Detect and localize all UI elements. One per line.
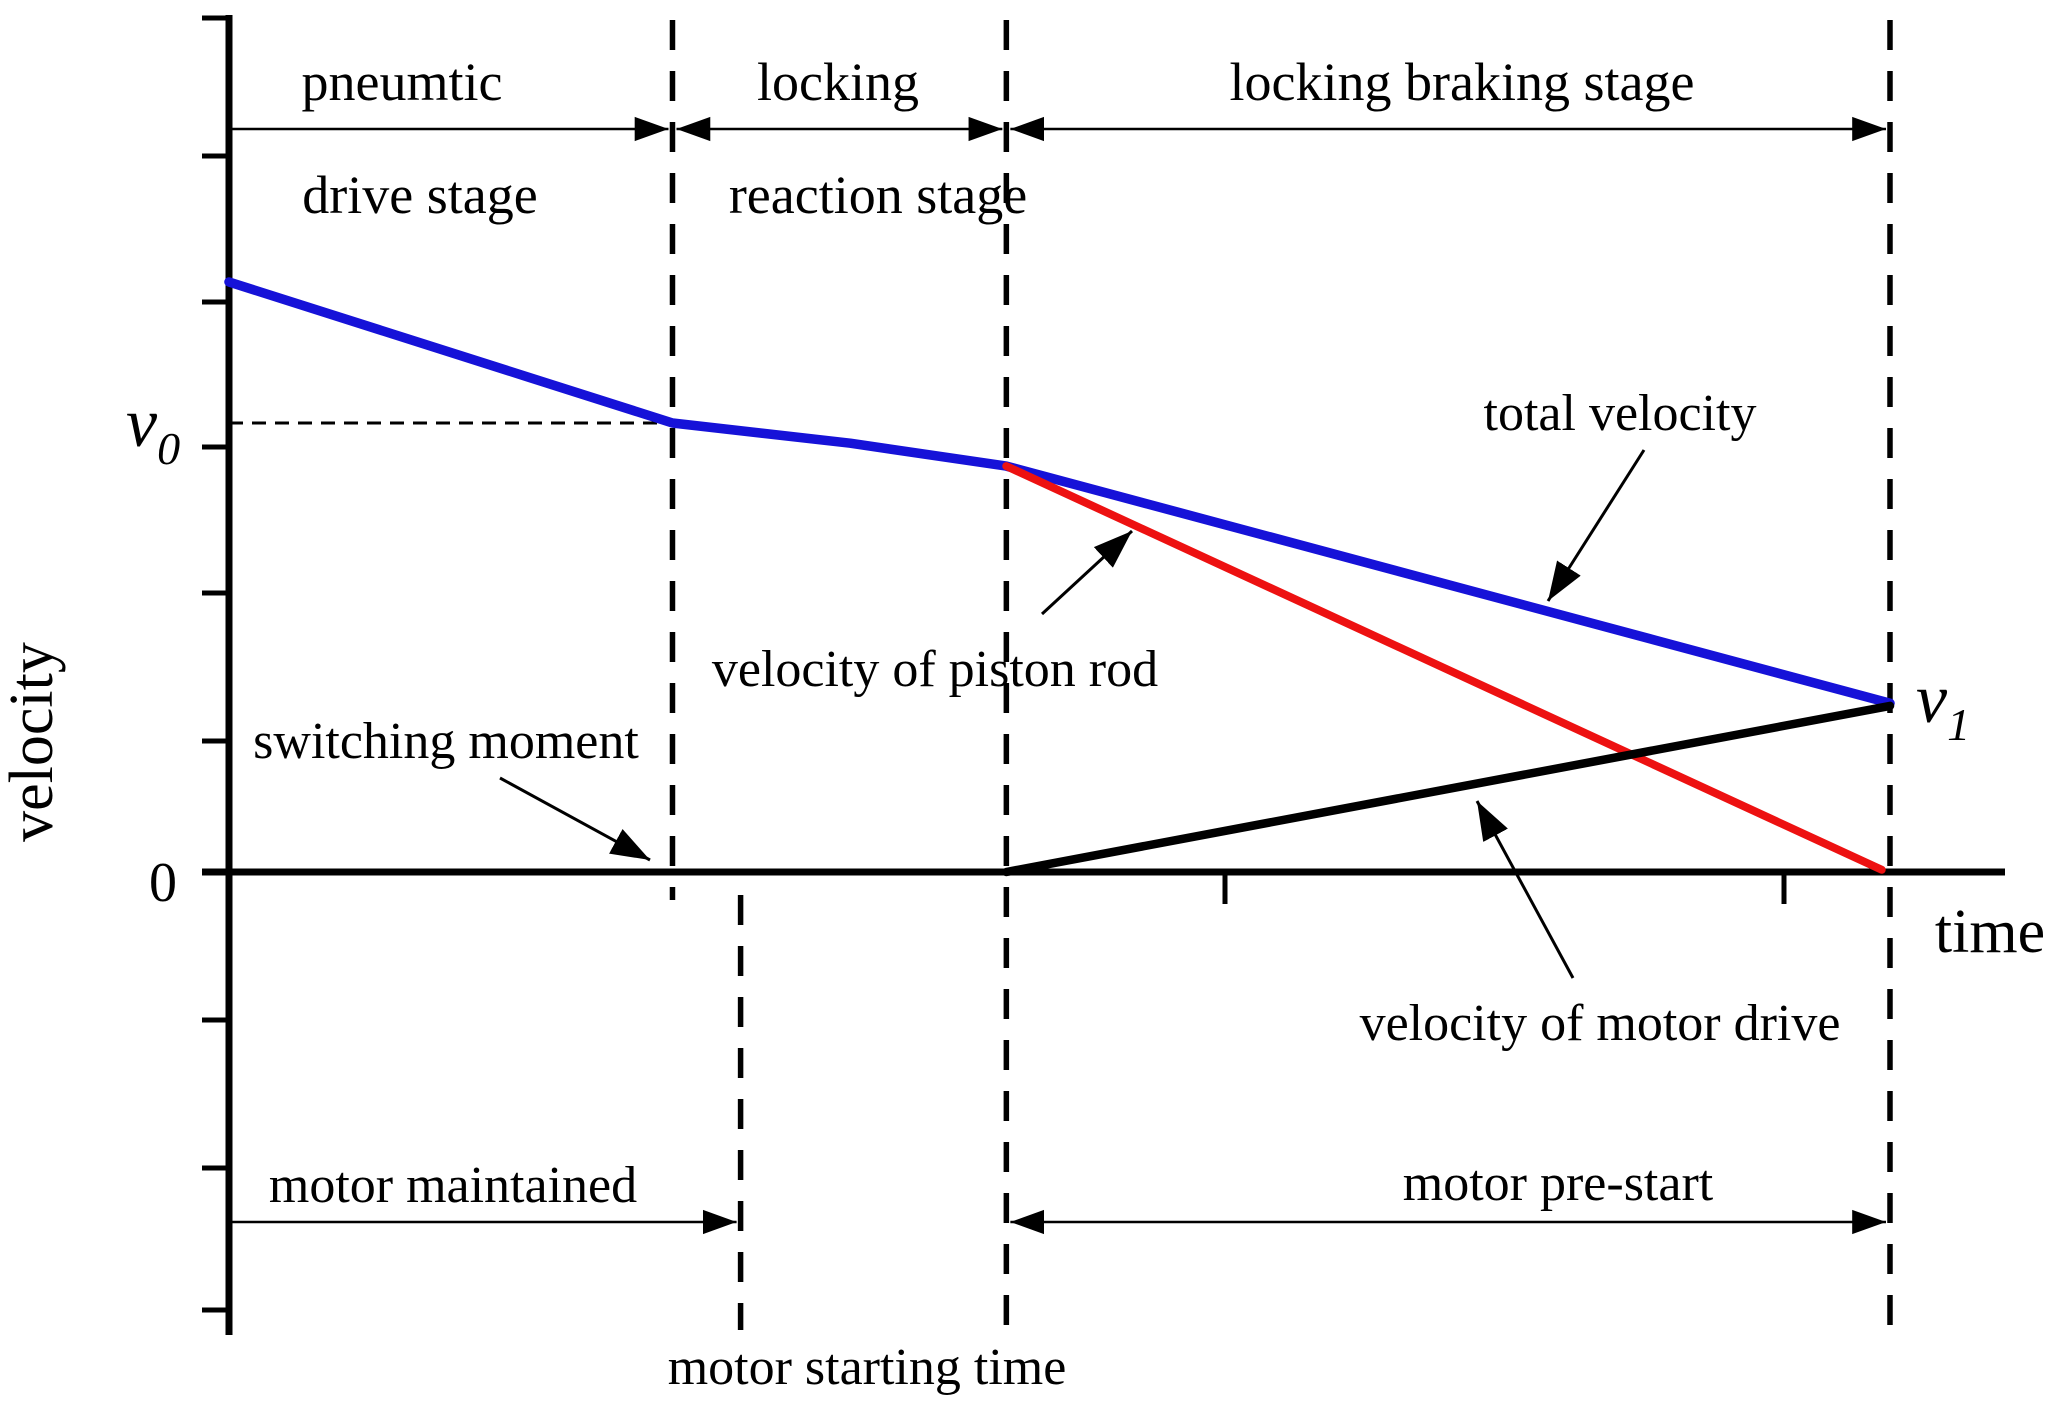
x-axis xyxy=(202,868,2005,904)
motor-drive-label: velocity of motor drive xyxy=(1360,995,1841,1052)
stage2-label-line1: locking xyxy=(757,52,919,112)
y-axis xyxy=(202,15,233,1335)
x-axis-title: time xyxy=(1935,898,2045,966)
origin-label: 0 xyxy=(149,852,177,914)
y-axis-ticks xyxy=(202,15,229,1313)
motor-drive-leader-arrow xyxy=(1475,800,1575,979)
total-velocity-leader-arrow xyxy=(1546,449,1646,602)
switching-moment-label: switching moment xyxy=(253,713,639,770)
motor-maintained-label: motor maintained xyxy=(269,1157,637,1214)
stage1-label-line2: drive stage xyxy=(302,165,537,225)
stage3-label: locking braking stage xyxy=(1230,52,1695,112)
total-velocity-curve xyxy=(224,277,1895,708)
y-axis-title: velocity xyxy=(0,642,66,842)
v0-label: v0 xyxy=(126,385,180,474)
stage2-label-line2: reaction stage xyxy=(729,165,1027,225)
motor-drive-velocity-curve xyxy=(1002,701,1895,877)
stage1-label-line1: pneumtic xyxy=(302,52,503,112)
x-axis-ticks xyxy=(1222,872,1787,904)
piston-rod-leader-arrow xyxy=(1040,529,1134,616)
piston-rod-label: velocity of piston rod xyxy=(712,641,1158,698)
v1-label: v1 xyxy=(1916,661,1970,750)
motor-prestart-label: motor pre-start xyxy=(1403,1155,1714,1212)
piston-rod-velocity-curve xyxy=(1002,462,1886,874)
total-velocity-label: total velocity xyxy=(1484,385,1757,442)
motor-starting-time-label: motor starting time xyxy=(668,1339,1067,1396)
switching-moment-leader-arrow xyxy=(499,776,651,862)
